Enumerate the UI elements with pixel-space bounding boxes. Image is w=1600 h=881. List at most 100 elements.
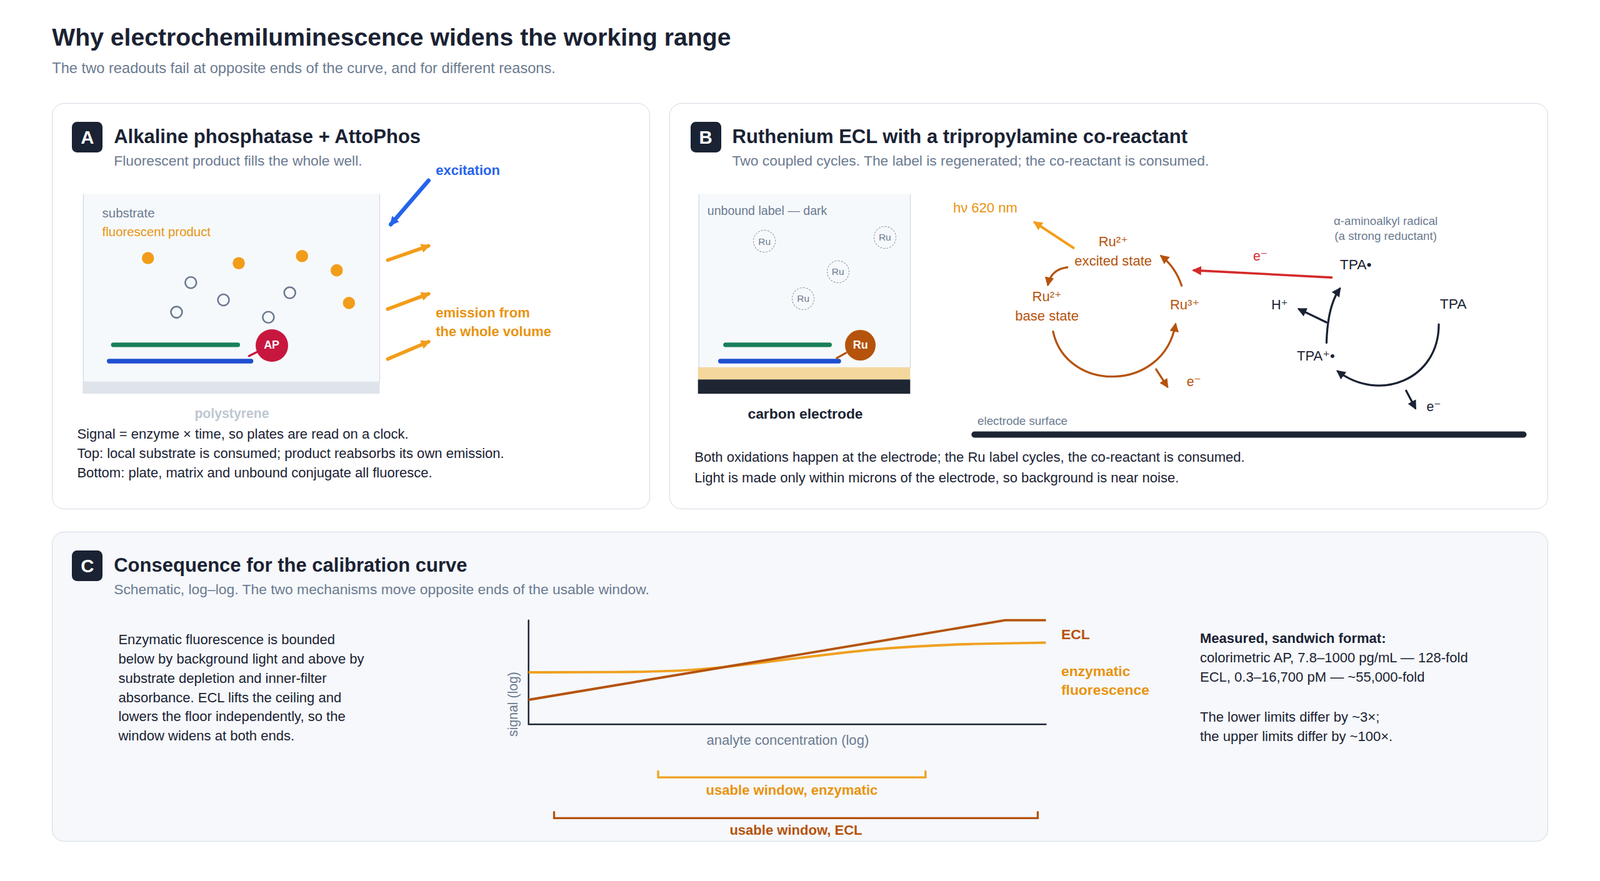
label-text: Ru	[878, 232, 892, 243]
label-text: AP	[263, 340, 280, 352]
series-label: fluorescence	[1061, 681, 1150, 699]
page-title: Why electrochemiluminescence widens the …	[51, 22, 731, 52]
measured-value: colorimetric AP, 7.8–1000 pg/mL — 128-fo…	[1200, 650, 1469, 667]
emission-label: emission from	[435, 305, 530, 322]
capture-antibody	[725, 342, 830, 347]
panel-a: Alkaline phosphatase + AttoPhosFluoresce…	[51, 103, 650, 510]
chart-axes	[528, 620, 1047, 725]
species-label: base state	[1015, 308, 1079, 325]
panel-body: Bottom: plate, matrix and unbound conjug…	[76, 465, 432, 482]
panel-heading: Consequence for the calibration curve	[113, 553, 467, 577]
species-label: H⁺	[1271, 296, 1289, 313]
radical-note: (a strong reductant)	[1334, 229, 1437, 244]
unbound-ru-label: Ru	[826, 260, 850, 284]
electrode-label: electrode surface	[977, 414, 1068, 429]
electron-label: e⁻	[1253, 248, 1268, 264]
product-molecule	[141, 251, 155, 265]
substrate-molecule	[262, 311, 274, 324]
substrate-molecule	[170, 306, 182, 319]
panel-b: Ruthenium ECL with a tripropylamine co-r…	[669, 103, 1549, 510]
measured-note: The lower limits differ by ~3×;	[1200, 709, 1380, 726]
radical-note: α-aminoalkyl radical	[1333, 214, 1438, 229]
panel-letter: C	[80, 556, 94, 575]
unbound-ru-label: Ru	[873, 226, 897, 249]
cycle-arrow	[1053, 324, 1176, 377]
series-label: enzymatic	[1061, 663, 1130, 680]
well-label: unbound label — dark	[707, 203, 828, 219]
species-label: Ru²⁺	[1098, 233, 1129, 250]
label-text: Ru	[796, 293, 810, 304]
coated-surface	[109, 358, 252, 364]
panel-body: Light is made only within microns of the…	[694, 470, 1179, 487]
measured-value: ECL, 0.3–16,700 pM — ~55,000-fold	[1200, 669, 1425, 686]
emission-arrow	[387, 293, 429, 309]
substrate-molecule	[218, 294, 230, 306]
enzyme-label: AP	[255, 329, 289, 362]
species-label: excited state	[1074, 253, 1152, 270]
species-label: TPA•	[1340, 256, 1372, 274]
species-label: Ru³⁺	[1170, 296, 1200, 314]
measured-note: the upper limits differ by ~100×.	[1200, 728, 1393, 745]
window-bracket	[658, 771, 926, 778]
explanation-text: Enzymatic fluorescence is bounded below …	[118, 630, 374, 747]
species-label: TPA	[1440, 295, 1467, 313]
electron-transfer-arrow	[1193, 270, 1332, 278]
electron-arrow	[1406, 390, 1416, 409]
panel-ground	[51, 103, 650, 510]
coated-surface	[720, 358, 839, 364]
axis-title: signal (log)	[505, 671, 521, 737]
label-text: Ru	[758, 236, 771, 247]
substrate-molecule	[185, 276, 197, 289]
panel-badge: A	[71, 121, 103, 153]
well-label: polystyrene	[194, 405, 269, 422]
ecl-curve	[528, 620, 1047, 700]
excitation-label: excitation	[435, 162, 500, 179]
emission-label: the whole volume	[435, 323, 552, 340]
electron-arrow	[1156, 369, 1168, 387]
window-label: usable window, enzymatic	[706, 782, 879, 799]
electron-label: e⁻	[1186, 373, 1202, 390]
unbound-ru-label: Ru	[753, 230, 776, 253]
label-text: Ru	[853, 340, 869, 352]
conjugate-linker	[248, 351, 257, 357]
label-text: Ru	[831, 266, 845, 277]
panel-ground	[51, 531, 1548, 842]
capture-antibody	[113, 342, 238, 347]
well-label: fluorescent product	[102, 224, 211, 240]
panel-heading: Ruthenium ECL with a tripropylamine co-r…	[732, 125, 1188, 149]
cycle-arrow	[1048, 267, 1068, 285]
product-molecule	[295, 250, 309, 263]
panel-subtitle: Fluorescent product fills the whole well…	[113, 152, 362, 170]
panel-badge: B	[690, 121, 722, 153]
well-ground	[698, 193, 911, 368]
well-ground	[82, 193, 380, 382]
panel-subtitle: Two coupled cycles. The label is regener…	[732, 152, 1210, 170]
cycle-arrow	[1337, 324, 1439, 386]
proton-arrow	[1298, 309, 1327, 323]
cycle-arrow	[1161, 256, 1182, 286]
panel-heading: Alkaline phosphatase + AttoPhos	[113, 125, 421, 149]
panel-subtitle: Schematic, log–log. The two mechanisms m…	[113, 581, 650, 599]
excitation-arrow	[390, 180, 429, 225]
microplate-well: substratefluorescent productpolystyreneA…	[83, 194, 380, 382]
panel-body: Signal = enzyme × time, so plates are re…	[76, 426, 409, 443]
species-label: Ru²⁺	[1032, 288, 1062, 305]
carbon-electrode	[698, 379, 911, 394]
bound-ru-label: Ru	[845, 330, 876, 361]
photon-label: hν 620 nm	[953, 200, 1018, 217]
species-label: TPA⁺•	[1296, 348, 1335, 365]
emission-arrow	[387, 245, 429, 260]
substrate-molecule	[284, 287, 296, 299]
page-caption: The two readouts fail at opposite ends o…	[51, 59, 556, 77]
axis-title: analyte concentration (log)	[706, 732, 870, 749]
photon-arrow	[1035, 222, 1074, 249]
window-label: usable window, ECL	[729, 822, 862, 839]
measured-heading: Measured, sandwich format:	[1200, 630, 1387, 647]
window-bracket	[554, 812, 1039, 819]
polystyrene-base	[82, 381, 380, 395]
electron-label: e⁻	[1426, 398, 1441, 415]
conjugate-linker	[836, 353, 847, 359]
panel-badge: C	[71, 550, 103, 582]
product-molecule	[330, 264, 344, 277]
